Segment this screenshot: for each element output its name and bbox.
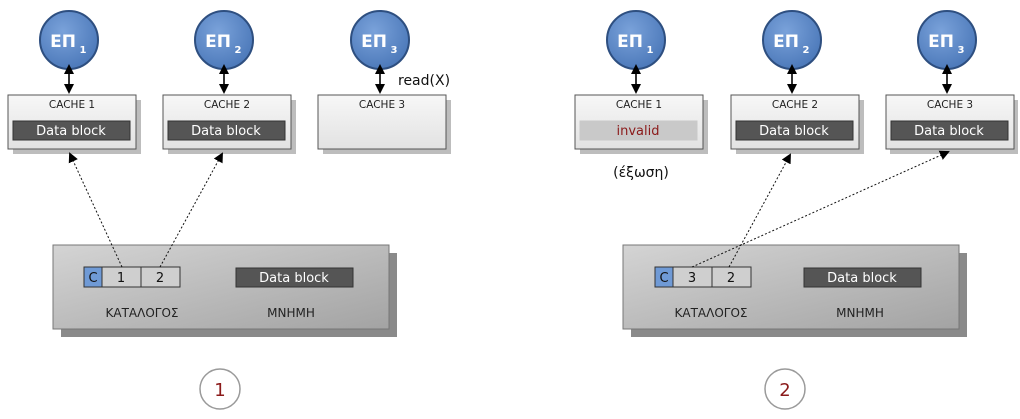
directory-label: ΚΑΤΑΛΟΓΟΣ [675,306,748,320]
svg-text:2: 2 [235,45,242,56]
cache-box-1: CACHE 1 Data block [7,94,141,154]
svg-text:3: 3 [391,45,398,56]
cache-invalid-block [579,120,698,141]
memory-data-block [235,267,354,288]
svg-text:CACHE 1: CACHE 1 [616,99,662,111]
request-label: read(X) [398,73,450,89]
processor-node-2: ΕΠ 2 [194,10,254,70]
directory-pointer-arrow [68,152,123,268]
panel-2: ΕΠ 1 ΕΠ 2 ΕΠ 3 CACHE 1 invalid CACHE 2 [574,10,1018,410]
svg-text:1: 1 [80,45,87,56]
svg-text:CACHE 3: CACHE 3 [359,99,405,111]
svg-text:invalid: invalid [617,124,660,139]
svg-text:ΕΠ: ΕΠ [50,32,76,52]
directory-label: ΚΑΤΑΛΟΓΟΣ [106,306,179,320]
panel-1: ΕΠ 1 ΕΠ 2 ΕΠ 3 read(X) CACHE 1 Data bloc… [7,10,451,410]
svg-text:2: 2 [156,271,164,286]
svg-text:Data block: Data block [191,124,261,139]
cache-data-block [12,120,131,141]
directory-pointer-arrow [691,150,950,268]
memory-panel: C 3 2 Data block ΚΑΤΑΛΟΓΟΣ ΜΝΗΜΗ [622,244,967,337]
svg-text:3: 3 [688,271,696,286]
processor-node-3: ΕΠ 3 [917,10,977,70]
memory-label: ΜΝΗΜΗ [267,306,315,320]
svg-text:1: 1 [214,380,225,401]
svg-text:C: C [659,271,668,286]
svg-text:Data block: Data block [759,124,829,139]
svg-text:ΕΠ: ΕΠ [928,32,954,52]
svg-text:2: 2 [803,45,810,56]
directory-cell [711,266,752,288]
svg-text:CACHE 2: CACHE 2 [204,99,250,111]
processor-node-1: ΕΠ 1 [39,10,99,70]
cache-box-2: CACHE 2 Data block [730,94,864,154]
step-badge-2: 2 [764,368,806,410]
svg-text:ΕΠ: ΕΠ [205,32,231,52]
svg-text:CACHE 1: CACHE 1 [49,99,95,111]
svg-text:2: 2 [779,380,790,401]
cache-data-block [890,120,1009,141]
svg-text:1: 1 [647,45,654,56]
svg-text:Data block: Data block [827,271,897,286]
step-badge-1: 1 [199,368,241,410]
eviction-label: (έξωση) [613,165,669,181]
directory-pointer-arrow [159,152,223,268]
svg-text:C: C [88,271,97,286]
directory-pointer-arrow [728,153,791,268]
svg-text:2: 2 [727,271,735,286]
memory-data-block [803,267,922,288]
svg-text:ΕΠ: ΕΠ [773,32,799,52]
svg-text:Data block: Data block [36,124,106,139]
processor-node-1: ΕΠ 1 [606,10,666,70]
svg-text:CACHE 2: CACHE 2 [772,99,818,111]
svg-text:ΕΠ: ΕΠ [617,32,643,52]
processor-node-3: ΕΠ 3 [350,10,410,70]
svg-text:3: 3 [958,45,965,56]
svg-text:ΕΠ: ΕΠ [361,32,387,52]
svg-text:1: 1 [117,271,125,286]
cache-box-1: CACHE 1 invalid [574,94,708,154]
svg-text:Data block: Data block [914,124,984,139]
cache-data-block [735,120,854,141]
processor-node-2: ΕΠ 2 [762,10,822,70]
memory-panel: C 1 2 Data block ΚΑΤΑΛΟΓΟΣ ΜΝΗΜΗ [52,244,397,337]
svg-text:Data block: Data block [259,271,329,286]
cache-box-3: CACHE 3 [317,94,451,154]
memory-label: ΜΝΗΜΗ [836,306,884,320]
cache-box-3: CACHE 3 Data block [885,94,1018,154]
cache-data-block [167,120,286,141]
svg-text:CACHE 3: CACHE 3 [927,99,973,111]
cache-box-2: CACHE 2 Data block [162,94,296,154]
